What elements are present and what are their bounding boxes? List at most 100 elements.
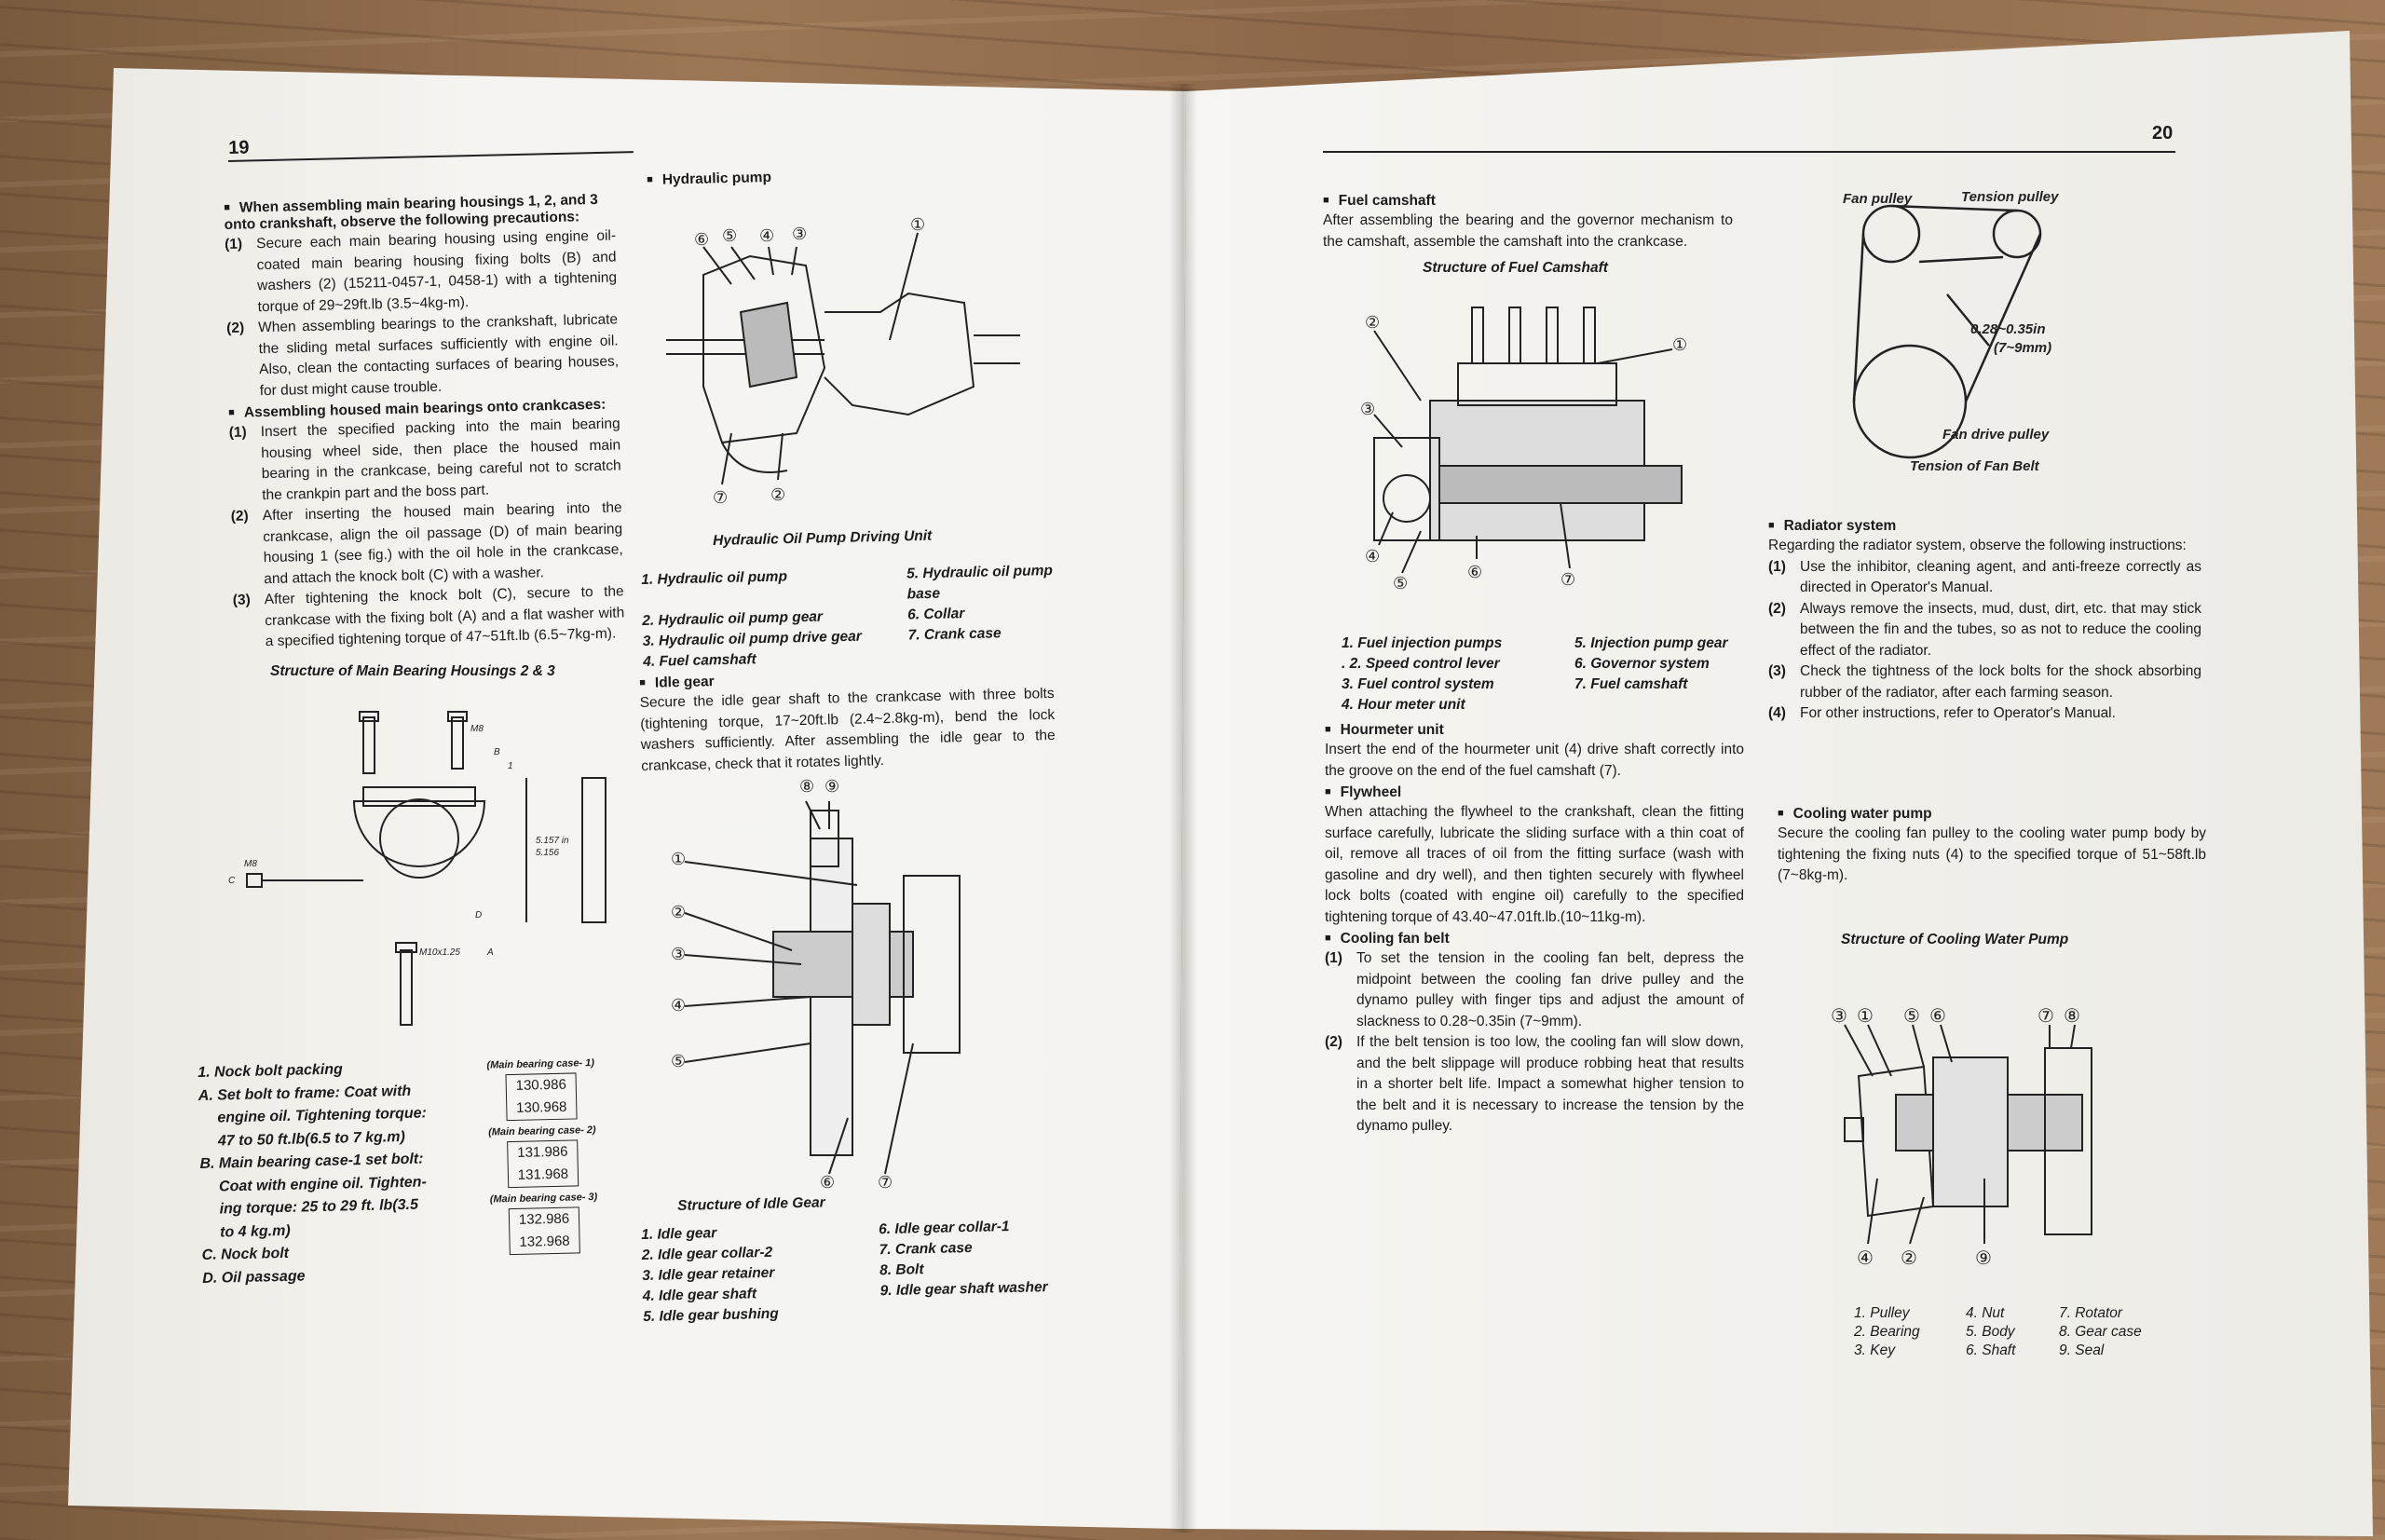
bearing-assembly-section: When assembling main bearing housings 1,… [224,188,625,653]
figure-caption-idle-gear: Structure of Idle Gear [677,1194,825,1214]
callout-number: ⑦ [713,488,728,507]
part-item: 6. Governor system [1574,656,1710,672]
hydraulic-parts-list: 1. Hydraulic oil pump 5. Hydraulic oil pu… [641,560,1081,673]
callout-number: ④ [1365,547,1380,566]
case-label: (Main bearing case- 1) [486,1056,595,1071]
part-item: 5. Hydraulic oil pump base [906,562,1054,603]
list-item: (1)Secure each main bearing housing usin… [225,225,618,319]
diagram-label: M8 [244,859,257,869]
item-text: If the belt tension is too low, the cool… [1356,1034,1744,1134]
figure-label: Tension pulley [1961,189,2059,205]
case-dimension-box: 132.986 132.968 [508,1206,580,1256]
item-text: Secure each main bearing housing using e… [255,227,618,315]
diagram-label: B [494,747,500,757]
cooling-water-pump-diagram: ③ ① ⑤ ⑥ ⑦ ⑧ ④ ② ⑨ [1831,1006,2092,1269]
callout-number: ② [1901,1248,1917,1269]
callout-number: ⑥ [1929,1006,1946,1027]
item-number: (1) [228,424,247,441]
section-text: After assembling the bearing and the gov… [1323,212,1733,250]
water-pump-section: Cooling water pump Secure the cooling fa… [1778,803,2206,887]
case-value: 132.968 [519,1233,570,1250]
part-item: 9. Seal [2059,1342,2105,1358]
diagram-label: M10x1.25 [419,947,460,958]
right-column-one: Hourmeter unit Insert the end of the hou… [1325,719,1744,1138]
section-heading: Cooling fan belt [1325,931,1744,947]
figure-label: (7~9mm) [1994,340,2051,356]
list-item: (4)For other instructions, refer to Oper… [1768,703,2201,725]
section-heading: Radiator system [1768,518,2201,535]
figure-caption: Tension of Fan Belt [1910,458,2040,474]
diagram-label: 1 [508,761,513,771]
idle-gear-diagram: ⑧ ⑨ ① ② ③ ④ ⑤ ⑥ ⑦ [671,777,961,1192]
case-value: 132.986 [518,1210,570,1228]
callout-number: ① [1672,335,1687,354]
part-item: 1. Hydraulic oil pump [641,568,788,588]
figure-label: Fan pulley [1843,191,1913,207]
callout-number: ① [671,850,686,868]
list-item: (1) To set the tension in the cooling fan… [1325,948,1744,1032]
figure-label: Fan drive pulley [1942,427,2050,443]
list-item: (2) If the belt tension is too low, the c… [1325,1032,1744,1138]
callout-number: ⑥ [694,230,709,249]
section-text: When attaching the flywheel to the crank… [1325,804,1744,925]
main-bearing-legend: 1. Nock bolt packing A. Set bolt to fram… [198,1056,491,1290]
figure-label: 0.28~0.35in [1970,321,2045,337]
callout-number: ② [770,485,785,504]
list-item: (2)Always remove the insects, mud, dust,… [1768,599,2201,662]
fuel-camshaft-section: Fuel camshaft After assembling the beari… [1323,190,1733,277]
part-item: 3. Key [1854,1342,1895,1358]
case-value: 131.986 [517,1143,568,1161]
part-item: 3. Fuel control system [1342,676,1494,692]
part-item: . 2. Speed control lever [1342,656,1500,672]
case-label: (Main bearing case- 2) [487,1124,596,1138]
callout-number: ⑦ [878,1173,893,1192]
callout-number: ③ [792,225,807,243]
item-number: (1) [1325,950,1342,966]
diagram-label: C [228,876,236,886]
callout-number: ② [671,903,686,921]
section-text: Regarding the radiator system, observe t… [1768,538,2187,553]
part-item: 2. Bearing [1854,1324,1920,1340]
item-number: (2) [1768,600,1786,617]
callout-number: ⑥ [820,1173,835,1192]
diagram-label: 5.156 [536,848,559,858]
header-rule-right [1323,151,2175,153]
section-heading: Cooling water pump [1778,806,2206,823]
item-number: (1) [1768,558,1786,575]
list-item: (3) After tightening the knock bolt (C), … [233,581,625,653]
callout-number: ③ [1360,400,1375,418]
item-text: For other instructions, refer to Operato… [1800,705,2116,721]
diagram-label: 5.157 in [536,836,569,846]
figure-caption-fuel-camshaft: Structure of Fuel Camshaft [1423,260,1608,276]
item-number: (2) [225,320,245,336]
diagram-label: M8 [470,724,484,734]
callout-number: ⑥ [1467,563,1482,581]
item-text: After tightening the knock bolt (C), sec… [264,583,625,650]
item-number: (3) [232,592,251,608]
item-text: To set the tension in the cooling fan be… [1356,950,1744,1029]
part-item: 8. Gear case [2059,1324,2142,1340]
part-item: 5. Body [1966,1324,2015,1340]
callout-number: ③ [671,945,686,963]
idle-gear-section: Idle gear Secure the idle gear shaft to … [639,663,1056,777]
list-item: (3)Check the tightness of the lock bolts… [1768,661,2201,703]
page-number-right: 20 [2152,123,2174,143]
fan-belt-tension-diagram: Fan pulley Tension pulley 0.28~0.35in (7… [1843,189,2059,474]
item-number: (2) [1325,1034,1342,1050]
case-value: 130.986 [515,1076,567,1094]
item-text: Insert the specified packing into the ma… [260,416,621,503]
page-number-left: 19 [228,137,250,158]
list-item: (1)Use the inhibitor, cleaning agent, an… [1768,557,2201,599]
figure-caption-main-bearing: Structure of Main Bearing Housings 2 & 3 [270,663,555,679]
section-text: Secure the cooling fan pulley to the coo… [1778,825,2206,883]
list-item: (2)After inserting the housed main beari… [231,497,624,591]
list-item: (1) Insert the specified packing into the… [228,414,621,507]
fuel-camshaft-diagram: ② ① ③ ④ ⑤ ⑥ ⑦ [1360,307,1687,593]
callout-number: ④ [671,996,686,1015]
section-text: Insert the end of the hourmeter unit (4)… [1325,742,1744,779]
callout-number: ⑤ [722,226,737,245]
